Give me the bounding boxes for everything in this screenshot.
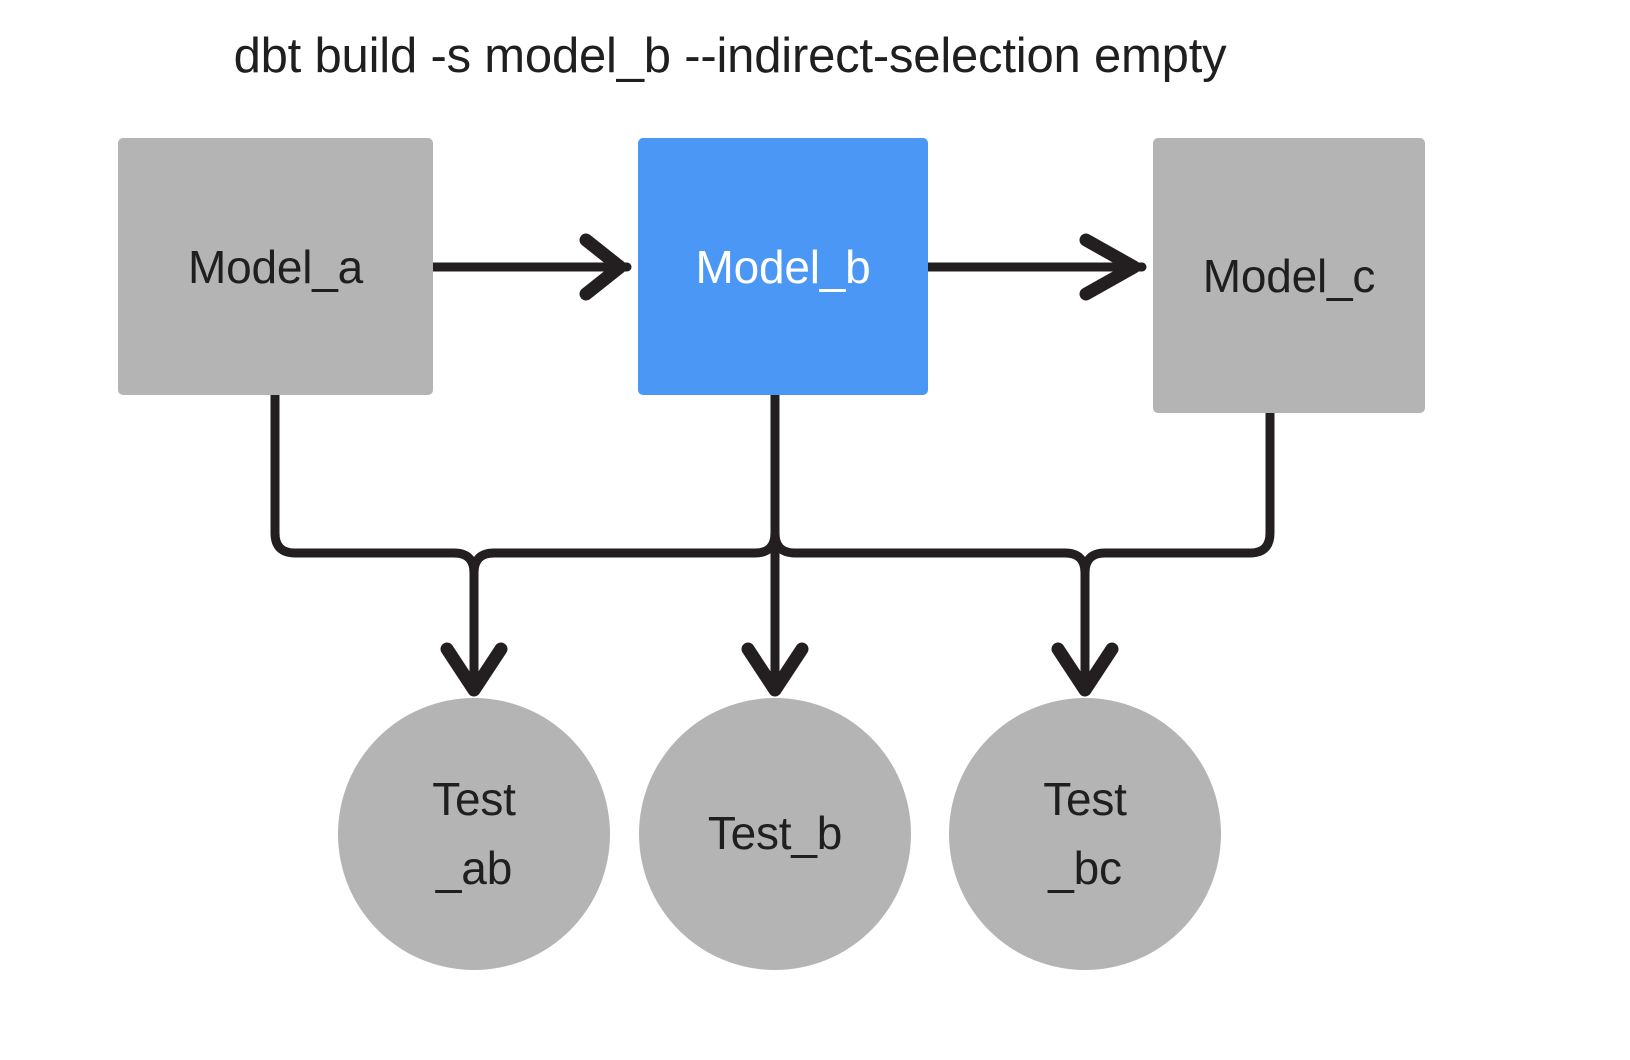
edge-drop-test-ab	[440, 568, 508, 697]
edge-model-b-to-test-bc	[770, 390, 1090, 578]
node-test-b-label-line1: Test_b	[707, 807, 843, 860]
node-test-ab-label-line1: Test	[432, 772, 516, 825]
node-test-ab[interactable]: Test _ab	[338, 698, 610, 970]
edge-model-c-to-test-bc	[1080, 408, 1275, 578]
node-model-a-label: Model_a	[187, 240, 364, 293]
node-test-ab-label-line2: _ab	[435, 842, 513, 894]
node-test-bc-label-line2: _bc	[1048, 842, 1122, 894]
node-test-bc[interactable]: Test _bc	[949, 698, 1221, 970]
edge-model-a-to-model-b	[428, 233, 632, 301]
node-test-bc-label-line1: Test	[1043, 772, 1127, 825]
node-model-c-label: Model_c	[1202, 249, 1376, 302]
edge-model-b-to-model-c	[923, 233, 1147, 301]
edge-drop-test-bc	[1051, 568, 1119, 697]
node-model-b[interactable]: Model_b	[638, 138, 928, 395]
edge-model-b-to-test-ab	[469, 390, 780, 578]
edge-model-a-to-test-ab	[270, 390, 479, 578]
node-model-c[interactable]: Model_c	[1153, 138, 1425, 413]
edge-drop-test-b	[741, 642, 809, 697]
node-model-b-label: Model_b	[695, 240, 871, 293]
node-model-a[interactable]: Model_a	[118, 138, 433, 395]
diagram-title: dbt build -s model_b --indirect-selectio…	[233, 29, 1227, 83]
node-test-b[interactable]: Test_b	[639, 698, 911, 970]
